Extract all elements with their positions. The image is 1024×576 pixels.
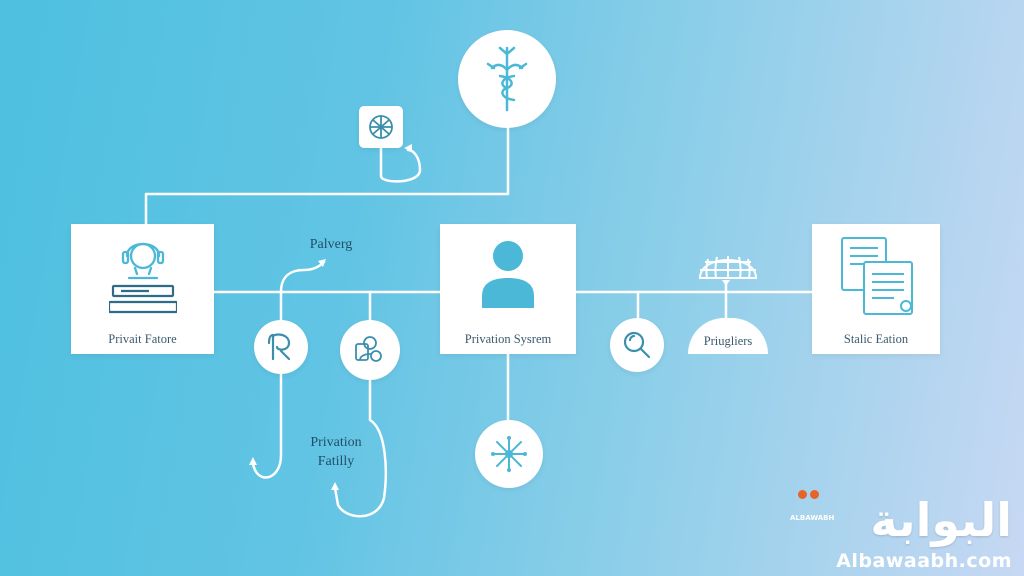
left-node-box[interactable]: Privait Fatore: [71, 224, 214, 354]
palverg-label: Palverg: [309, 237, 353, 252]
letter-r-icon: [267, 333, 291, 361]
caduceus-icon: [486, 46, 528, 112]
center-node-box[interactable]: Privation Sysrem: [440, 224, 576, 354]
user-avatar-icon: [482, 241, 534, 308]
watermark-arabic: البوابة: [870, 493, 1012, 547]
globe-map-box[interactable]: [359, 106, 403, 148]
people-circle[interactable]: [340, 320, 400, 380]
search-icon: [623, 331, 651, 359]
search-circle[interactable]: [610, 318, 664, 372]
right-node-box[interactable]: Stalic Eation: [812, 224, 940, 354]
privation-label-line2: Fatilly: [317, 454, 355, 469]
left-node-label: Privait Fatore: [108, 332, 177, 346]
watermark-dot: [810, 490, 819, 499]
watermark-dot: [798, 490, 807, 499]
network-hub-icon: [491, 436, 527, 472]
center-node-label: Privation Sysrem: [464, 332, 552, 346]
headset-workstation-icon: [109, 242, 177, 314]
right-node-label: Stalic Eation: [843, 332, 909, 346]
network-hub-circle[interactable]: [475, 420, 543, 488]
privation-label-line1: Privation: [310, 435, 362, 450]
documents-icon: [841, 237, 913, 315]
globe-map-icon: [369, 115, 393, 139]
people-icon: [355, 336, 382, 362]
dome-globe-icon: [698, 256, 758, 279]
watermark-latin: Albawaabh.com: [836, 550, 1012, 572]
letter-r-circle[interactable]: [254, 320, 308, 374]
albawaabh-watermark: البوابة ALBAWABH Albawaabh.com: [788, 490, 1018, 574]
watermark-small: ALBAWABH: [790, 514, 835, 522]
top-node-circle[interactable]: [458, 30, 556, 128]
dome-label: Priugliers: [703, 334, 753, 348]
